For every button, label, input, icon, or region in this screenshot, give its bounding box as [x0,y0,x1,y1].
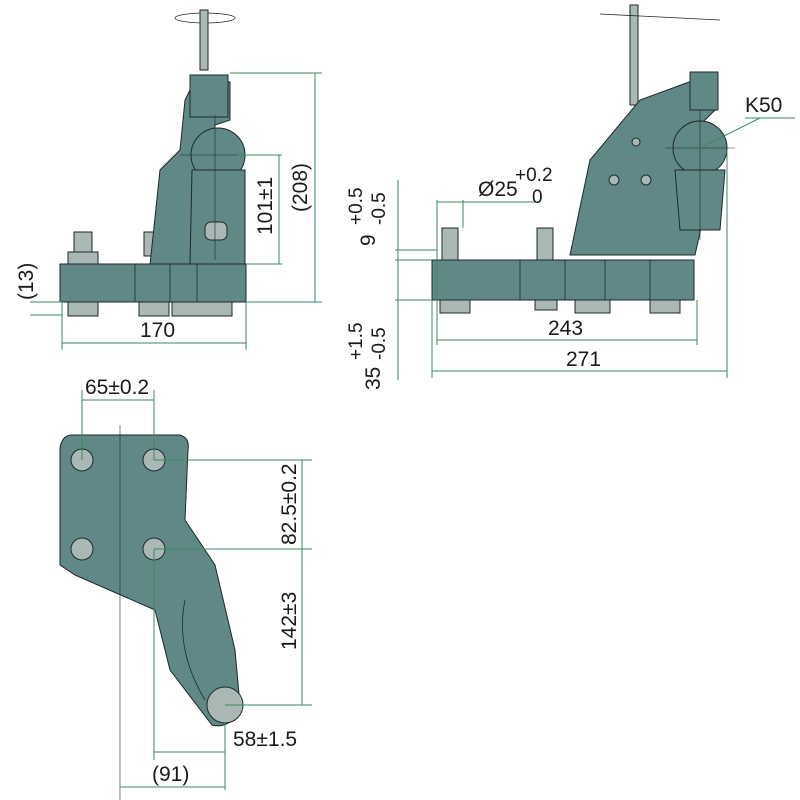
side-view-dimensions: K50 Ø25 +0.2 0 9 +0.5 -0.5 35 +1.5 -0.5 … [346,94,795,390]
ball-size-label: K50 [745,94,782,117]
ball-neck [189,169,246,266]
bolt-hole [608,174,620,186]
bolt-hole [640,174,652,186]
dim-width: 170 [140,319,175,342]
bolt-hole [70,537,94,561]
pin-tol-upper: +0.2 [515,165,553,186]
ball-offset-x: 58±1.5 [233,728,297,751]
nut [534,299,558,311]
chain [629,4,639,106]
bolt-hole [631,137,641,147]
nut [574,299,611,314]
offset-tol-upper: +0.5 [346,187,367,225]
dim-total-height: (208) [289,163,312,212]
nut [649,299,681,314]
pin-housing [189,74,229,118]
pin-diameter: Ø25 [478,178,518,201]
lynch-pin [599,13,721,21]
top-view-dimensions: 65±0.2 82.5±0.2 142±3 58±1.5 (91) [81,376,312,790]
pin-housing [689,71,719,111]
front-view-dimensions: 170 (13) 101±1 (208) [15,72,322,350]
base-value: 35 [362,367,385,390]
offset-value: 9 [357,234,380,246]
hole-spacing: 243 [548,317,583,340]
nut [171,301,233,317]
stud-bolt [441,227,459,261]
nut [138,301,170,317]
chain [199,9,209,71]
stud-bolt [536,227,554,261]
mounting-plate [59,434,241,727]
base-tol-lower: -0.5 [369,327,390,360]
pin-tol-lower: 0 [532,187,543,208]
nut [67,301,99,317]
top-view [59,425,244,800]
total-length: 271 [566,348,601,371]
offset-tol-lower: -0.5 [369,192,390,225]
hole-pitch-y: 82.5±0.2 [278,463,301,545]
base-plate [59,263,247,303]
nut-detail [204,221,228,241]
hole-pitch-x: 65±0.2 [85,376,149,399]
nut [439,299,471,314]
front-view [59,9,260,317]
dim-ball-height: 101±1 [254,177,277,235]
stud-nut [67,251,99,265]
base-tol-upper: +1.5 [346,322,367,360]
lynch-pin [182,599,206,701]
total-offset-x: (91) [152,763,189,786]
ball-offset-y: 142±3 [278,592,301,650]
base-plate [431,259,695,301]
side-view [431,4,735,314]
dim-plate-thickness: (13) [15,263,38,300]
